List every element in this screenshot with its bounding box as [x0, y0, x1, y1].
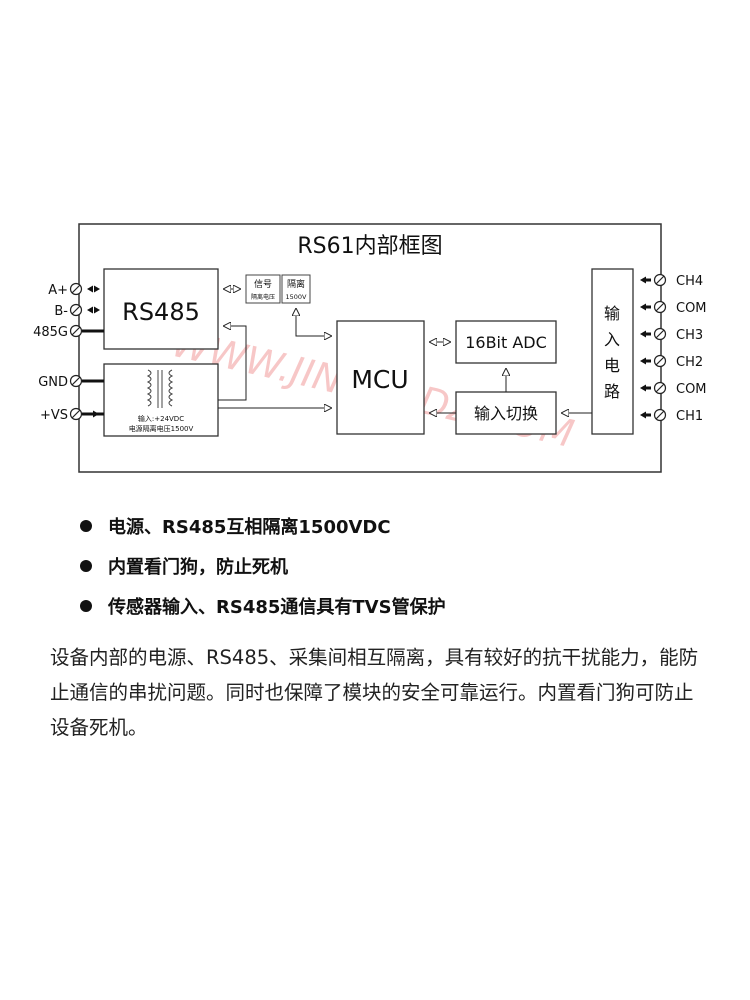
arrow-left-icon — [640, 303, 651, 311]
diagram-title: RS61内部框图 — [297, 234, 442, 259]
bullet-icon — [80, 560, 92, 572]
left-terminal-label: +VS — [40, 408, 68, 423]
terminal-screw-icon — [69, 303, 83, 317]
arrow-left-icon — [640, 357, 651, 365]
feature-item: 传感器输入、RS485通信具有TVS管保护 — [80, 586, 720, 626]
block-diagram: WWW.JINGSUDZ.COM RS61内部框图 RS485 输入:+24VD… — [33, 223, 707, 473]
left-terminal-label: B- — [54, 304, 68, 319]
signal-iso-text-1: 信号 — [254, 278, 272, 290]
terminal-screw-icon — [653, 300, 667, 314]
right-terminal-label: CH1 — [676, 409, 703, 424]
adc-label: 16Bit ADC — [465, 333, 547, 352]
feature-item: 电源、RS485互相隔离1500VDC — [80, 506, 720, 546]
feature-text: 电源、RS485互相隔离1500VDC — [108, 517, 391, 538]
description-paragraph: 设备内部的电源、RS485、采集间相互隔离，具有较好的抗干扰能力，能防止通信的串… — [50, 646, 699, 739]
terminal-screw-icon — [653, 327, 667, 341]
module-outline — [78, 223, 662, 473]
iso-voltage-text-1: 隔离 — [287, 278, 305, 290]
signal-iso-to-mcu — [296, 309, 331, 336]
power-spec-1: 输入:+24VDC — [138, 414, 184, 423]
input-circuit-char-1: 输 — [604, 304, 620, 323]
feature-item: 内置看门狗，防止死机 — [80, 546, 720, 586]
feature-list: 电源、RS485互相隔离1500VDC 内置看门狗，防止死机 传感器输入、RS4… — [80, 506, 720, 626]
feature-text: 传感器输入、RS485通信具有TVS管保护 — [108, 597, 446, 618]
rs485-label: RS485 — [122, 298, 200, 326]
right-terminal-label: CH4 — [676, 274, 703, 289]
transformer-icon — [146, 369, 174, 408]
bus-bars — [82, 329, 104, 416]
mcu-label: MCU — [351, 365, 408, 394]
right-terminal-label: COM — [676, 301, 707, 316]
terminal-screw-icon — [653, 408, 667, 422]
power-block — [103, 363, 219, 437]
terminal-screw-icon — [69, 374, 83, 388]
power-spec-2: 电源隔离电压1500V — [129, 424, 194, 433]
left-terminal-label: GND — [38, 375, 68, 390]
input-circuit-char-2: 入 — [604, 330, 620, 349]
iso-voltage-text-2: 1500V — [286, 293, 308, 301]
signal-iso-text-2: 隔离电压 — [251, 293, 275, 301]
feature-text: 内置看门狗，防止死机 — [108, 557, 288, 578]
mcu-block — [336, 320, 425, 435]
terminal-screw-icon — [69, 324, 83, 338]
bidirectional-arrow-icon — [87, 306, 100, 314]
connections — [218, 289, 592, 413]
power-to-rs485 — [218, 326, 247, 401]
bullet-icon — [80, 520, 92, 532]
terminal-screw-icon — [69, 282, 83, 296]
iso-voltage-tab — [281, 274, 311, 304]
right-terminal-label: CH3 — [676, 328, 703, 343]
right-terminal-label: CH2 — [676, 355, 703, 370]
switch-block — [455, 391, 557, 435]
arrow-left-icon — [640, 276, 651, 284]
rs485-block — [103, 268, 219, 350]
terminal-screw-icon — [69, 407, 83, 421]
signal-iso-tab — [245, 274, 281, 304]
left-terminals: A+ B- 485G GND +VS — [33, 282, 100, 423]
arrow-left-icon — [640, 330, 651, 338]
switch-label: 输入切换 — [474, 404, 538, 423]
adc-block — [455, 320, 557, 364]
input-circuit-block — [591, 268, 634, 435]
terminal-screw-icon — [653, 273, 667, 287]
arrow-left-icon — [640, 411, 651, 419]
bullet-icon — [80, 600, 92, 612]
input-circuit-char-3: 电 — [604, 356, 620, 375]
left-terminal-label: A+ — [48, 283, 68, 298]
terminal-screw-icon — [653, 354, 667, 368]
right-terminal-label: COM — [676, 382, 707, 397]
input-circuit-char-4: 路 — [604, 382, 620, 401]
left-terminal-label: 485G — [33, 325, 68, 340]
terminal-screw-icon — [653, 381, 667, 395]
arrow-right-icon — [88, 410, 99, 418]
arrow-left-icon — [640, 384, 651, 392]
bidirectional-arrow-icon — [87, 285, 100, 293]
